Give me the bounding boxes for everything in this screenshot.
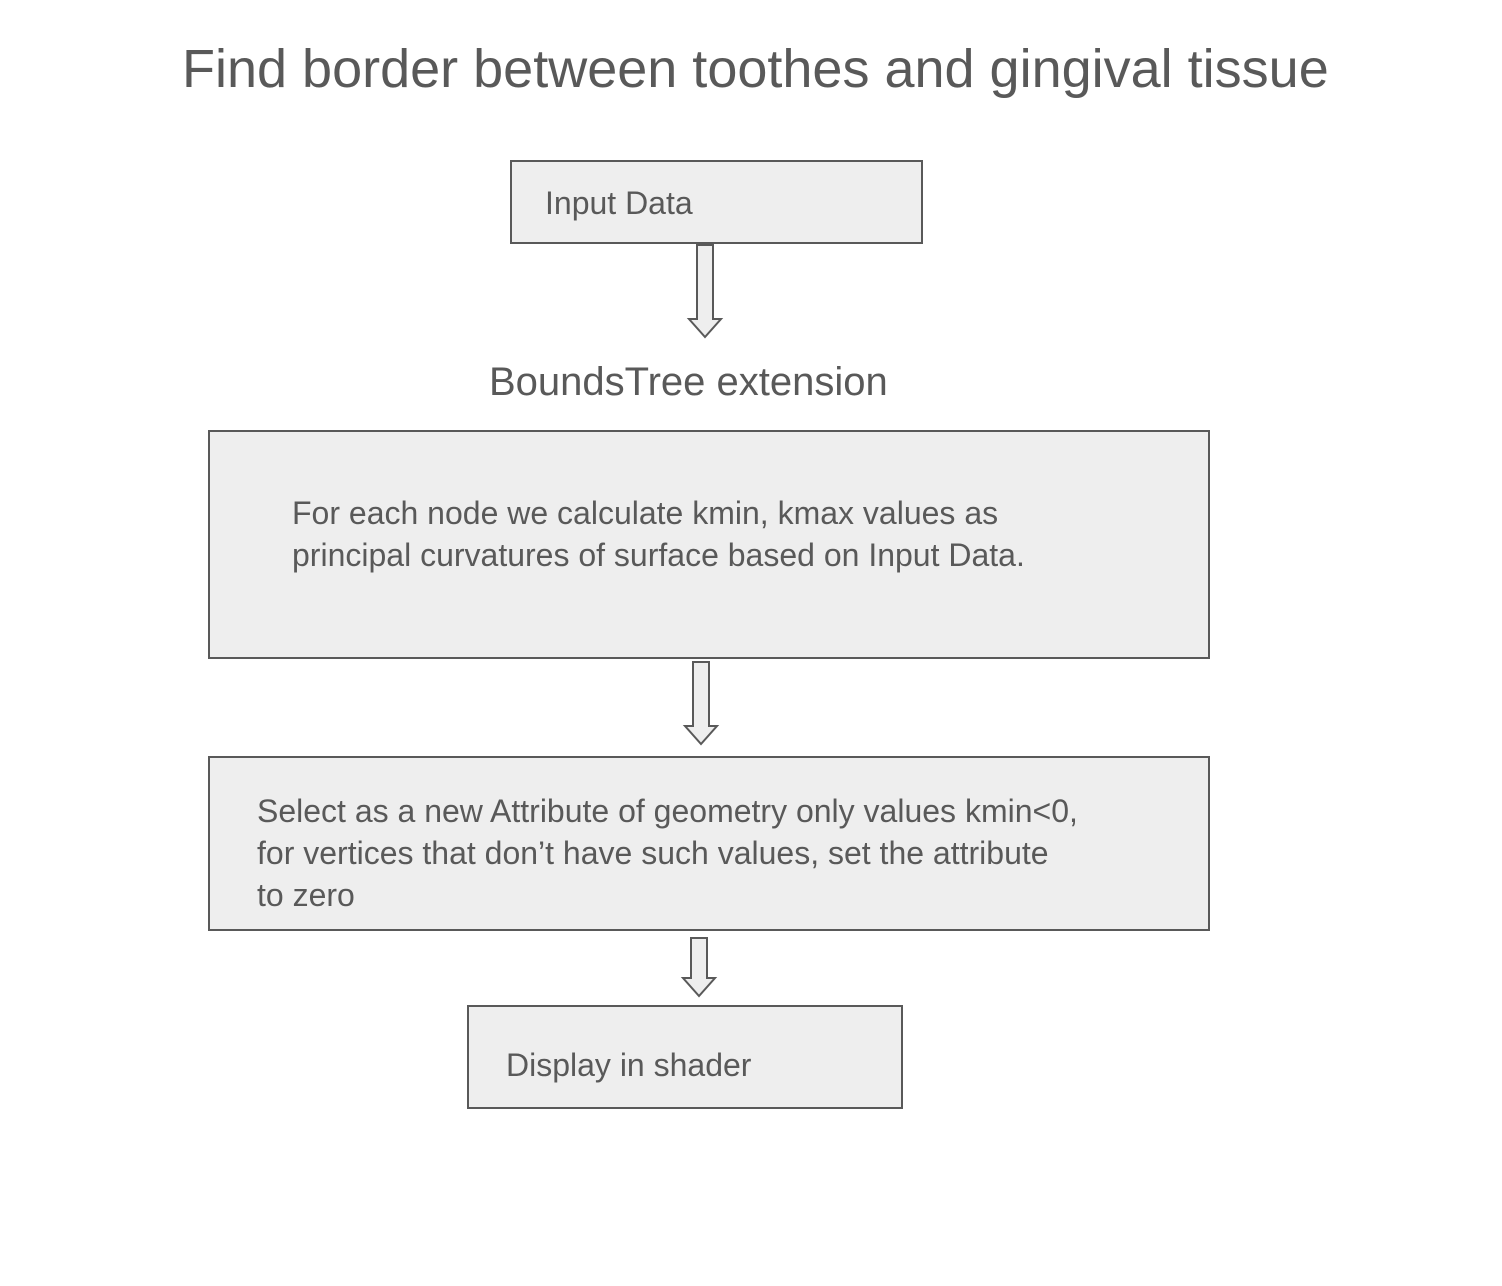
curvature-line-2: principal curvatures of surface based on… [292,537,1025,573]
select-line-3: to zero [257,877,355,913]
input-data-label: Input Data [545,185,693,221]
select-line-1: Select as a new Attribute of geometry on… [257,793,1078,829]
display-shader-box: Display in shader [467,1005,903,1109]
display-shader-label: Display in shader [506,1047,752,1083]
diagram-title: Find border between toothes and gingival… [182,39,1329,99]
curvature-text: For each node we calculate kmin, kmax va… [292,492,1025,576]
curvature-box: For each node we calculate kmin, kmax va… [208,430,1210,659]
select-attribute-text: Select as a new Attribute of geometry on… [257,790,1078,916]
curvature-line-1: For each node we calculate kmin, kmax va… [292,495,999,531]
input-data-box: Input Data [510,160,923,244]
arrow-select-to-display [680,937,718,998]
arrow-input-to-boundstree [686,244,724,339]
boundstree-extension-label: BoundsTree extension [489,360,888,404]
select-line-2: for vertices that don’t have such values… [257,835,1049,871]
select-attribute-box: Select as a new Attribute of geometry on… [208,756,1210,931]
arrow-curvature-to-select [682,661,720,746]
